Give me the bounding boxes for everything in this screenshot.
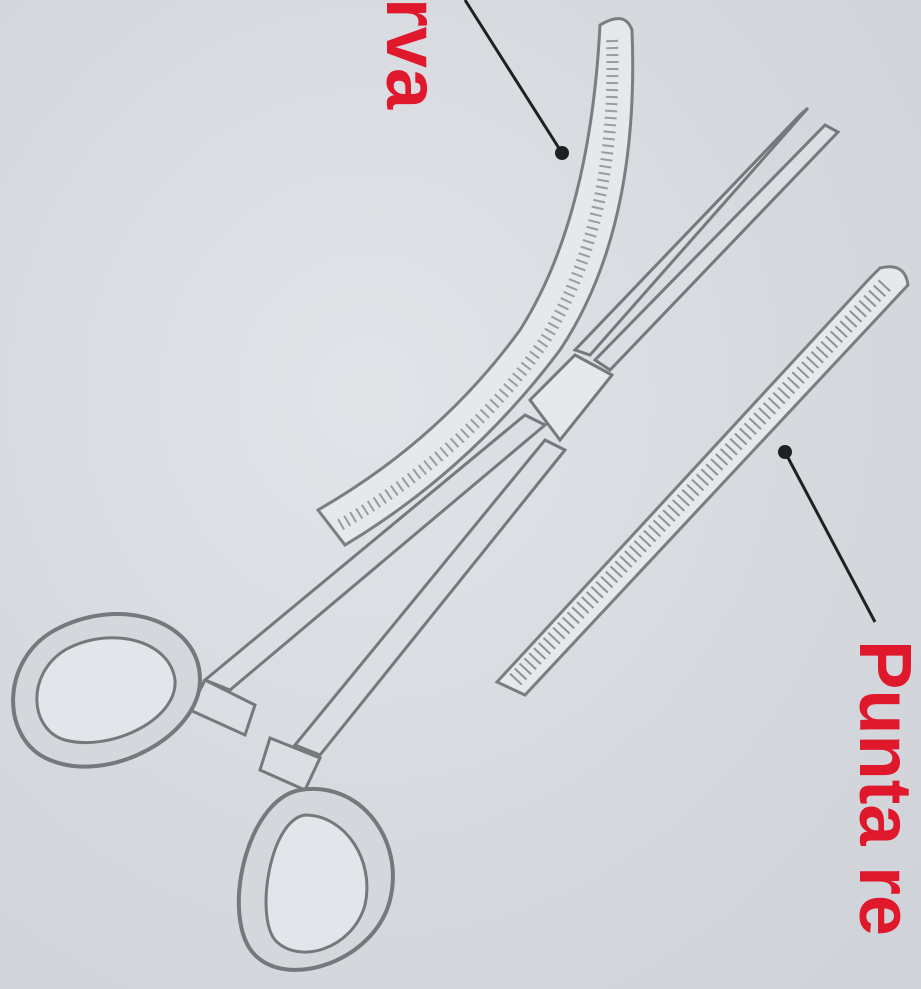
forceps-instrument xyxy=(13,108,838,970)
label-punta-recta: Punta re xyxy=(848,640,921,936)
label-curva: rva xyxy=(375,0,449,109)
